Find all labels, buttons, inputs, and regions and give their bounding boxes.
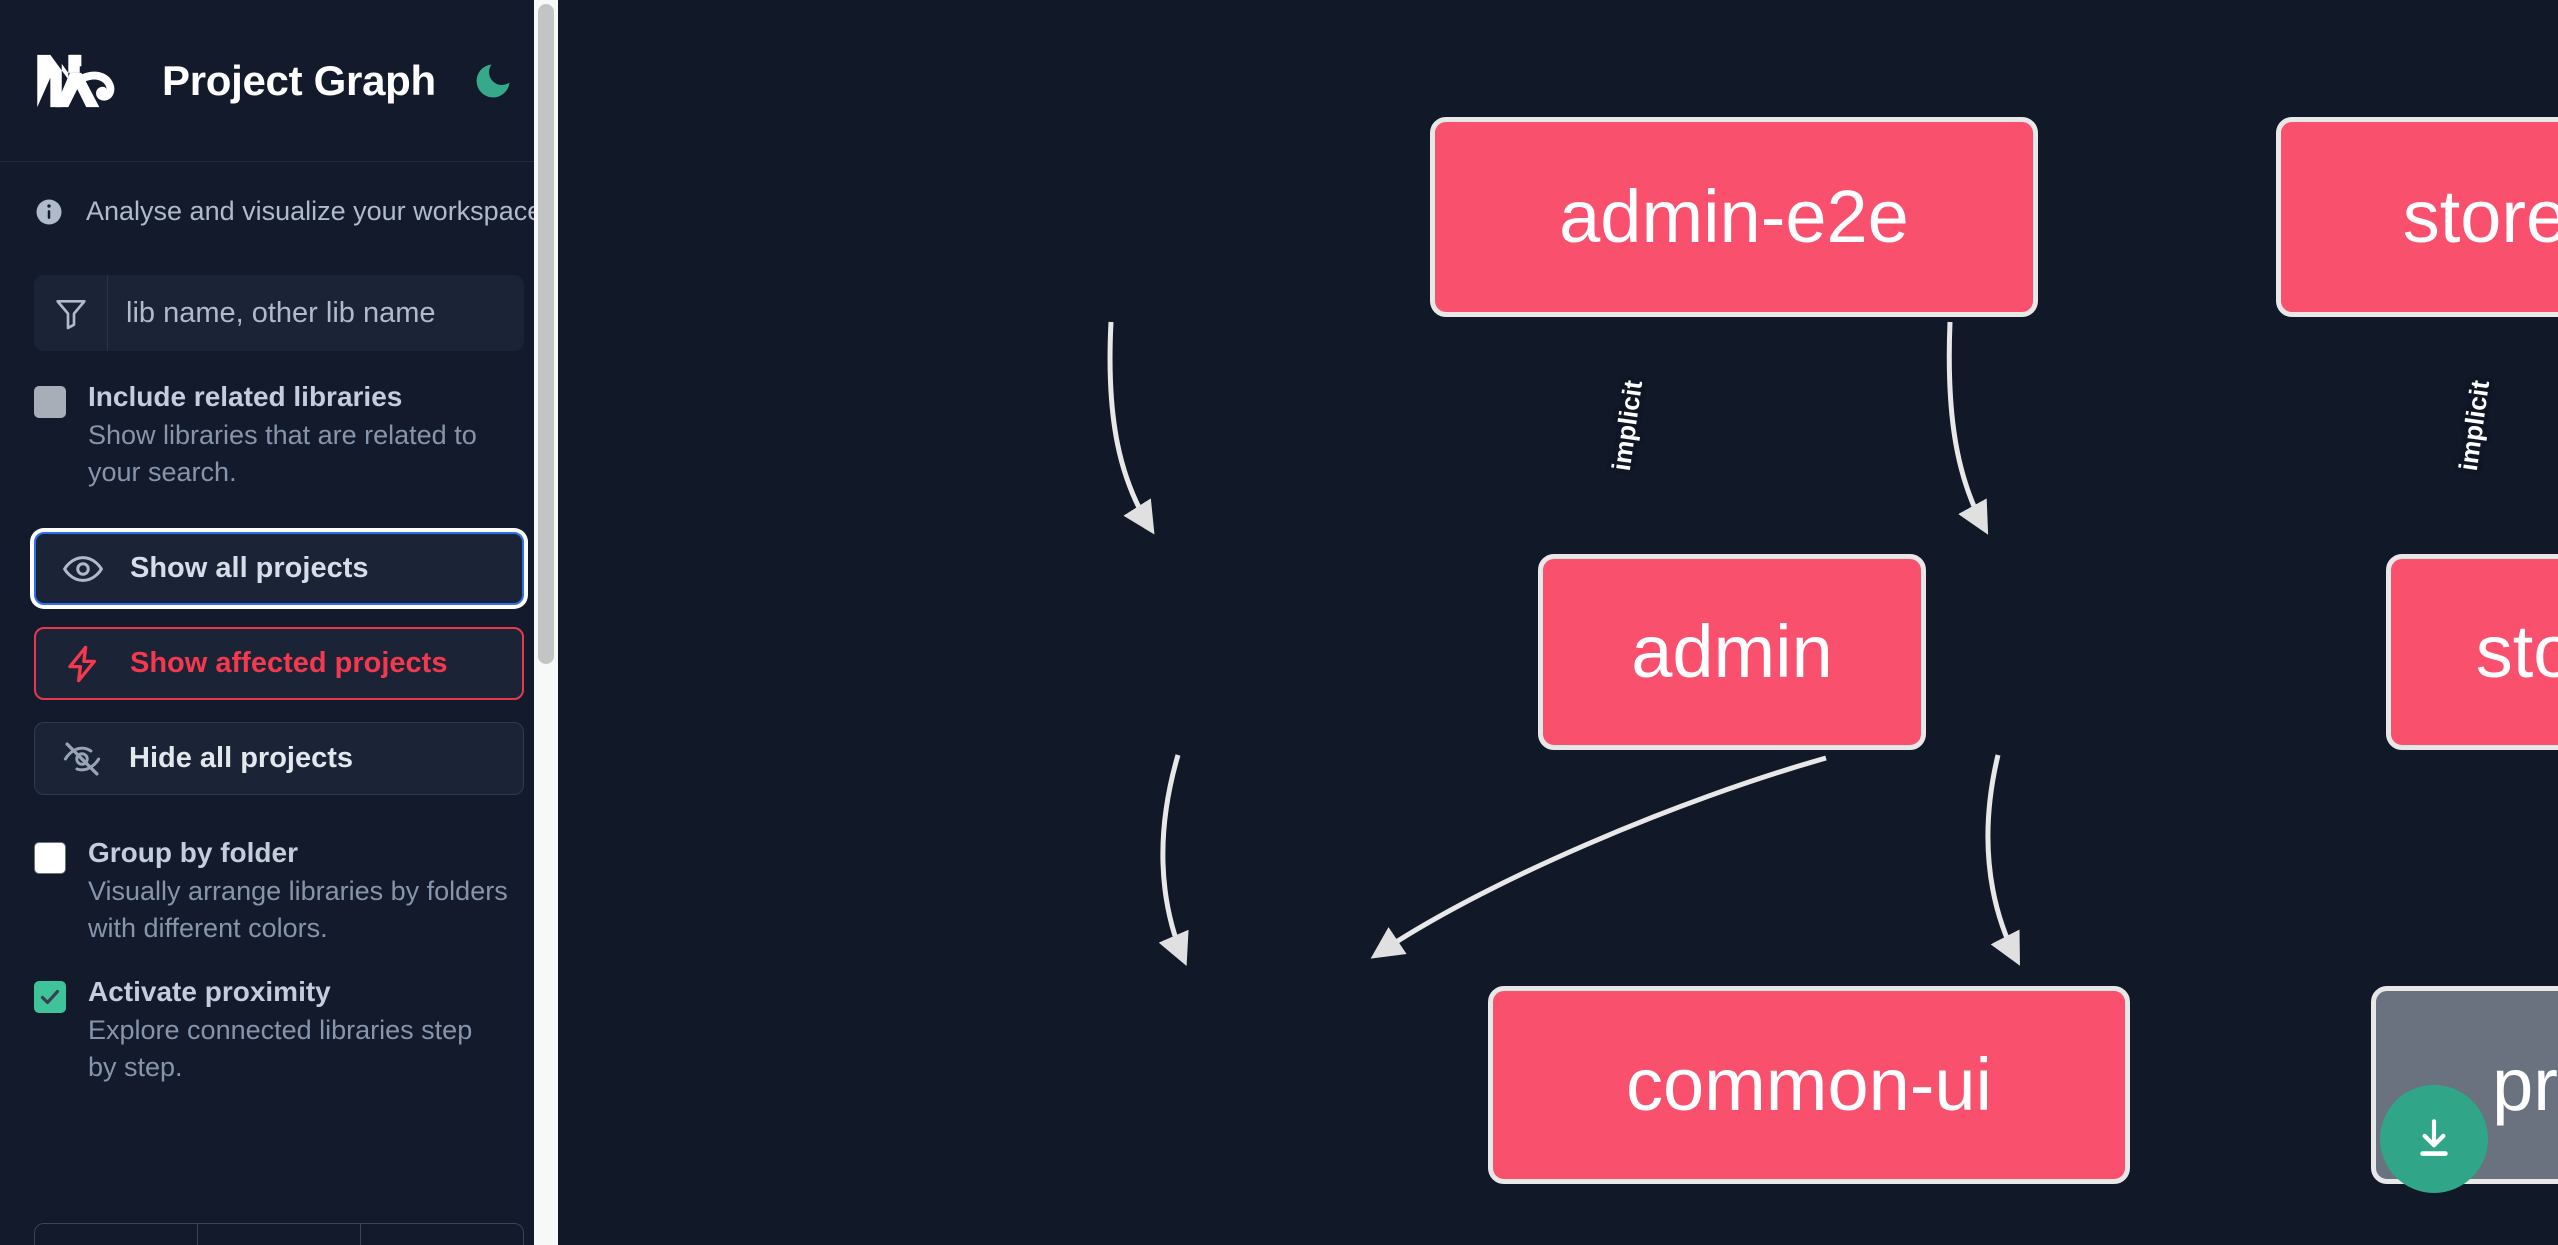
search-input[interactable]	[108, 275, 524, 351]
sidebar: Project Graph Analyse and visualize your…	[0, 0, 558, 1245]
edge-admin-e2e-to-admin	[1107, 321, 1155, 535]
graph-node-store[interactable]: store	[2386, 554, 2558, 750]
option-label: Activate proximity	[88, 976, 331, 1008]
filter-icon-box	[34, 275, 108, 351]
node-label: store-e2e	[2402, 175, 2558, 258]
show-all-projects-label: Show all projects	[130, 552, 369, 585]
option-group-by-folder[interactable]: Group by folder Visually arrange librari…	[0, 795, 558, 946]
check-icon	[40, 990, 60, 1005]
edge-store-to-products	[1985, 754, 2020, 966]
option-description: Show libraries that are related to your …	[88, 420, 477, 487]
graph-edges	[1107, 321, 2020, 966]
node-label: admin-e2e	[1559, 175, 1909, 258]
edge-store-e2e-to-store	[1946, 321, 1989, 535]
eye-icon	[62, 555, 104, 582]
filter-icon	[55, 300, 86, 330]
search-field[interactable]	[34, 275, 524, 351]
info-icon	[36, 199, 62, 224]
option-description: Explore connected libraries step by step…	[88, 1015, 473, 1082]
hide-all-projects-label: Hide all projects	[129, 742, 354, 775]
node-label: store	[2475, 610, 2558, 693]
option-activate-proximity[interactable]: Activate proximity Explore connected lib…	[0, 946, 558, 1085]
graph-node-store-e2e[interactable]: store-e2e	[2276, 117, 2558, 317]
sidebar-scrollbar-thumb[interactable]	[538, 4, 554, 664]
eye-off-icon	[63, 742, 101, 776]
graph-action-buttons: Show all projects Show affected projects…	[0, 490, 558, 796]
nx-logo	[37, 54, 115, 107]
theme-toggle-button[interactable]	[470, 58, 516, 104]
graph-node-admin-e2e[interactable]: admin-e2e	[1430, 117, 2038, 317]
hide-all-projects-button[interactable]: Hide all projects	[34, 722, 524, 796]
edge-store-to-common-ui	[1370, 755, 1827, 959]
segment-option-1[interactable]	[35, 1224, 198, 1245]
group-by-folder-checkbox[interactable]	[34, 842, 66, 875]
segmented-control[interactable]	[34, 1223, 524, 1245]
download-icon	[2420, 1119, 2448, 1156]
graph-node-admin[interactable]: admin	[1538, 554, 1926, 750]
option-include-related-libraries[interactable]: Include related libraries Show libraries…	[0, 351, 558, 490]
edge-admin-to-common-ui	[1158, 754, 1189, 966]
sidebar-header: Project Graph	[0, 0, 558, 162]
sidebar-scrollbar[interactable]	[534, 0, 558, 1245]
node-label: common-ui	[1626, 1043, 1992, 1126]
show-affected-projects-button[interactable]: Show affected projects	[34, 627, 524, 701]
include-related-libraries-checkbox[interactable]	[34, 386, 66, 418]
segment-option-2[interactable]	[198, 1224, 361, 1245]
sidebar-tagline-text: Analyse and visualize your workspace.	[86, 196, 550, 226]
show-affected-projects-label: Show affected projects	[130, 647, 448, 680]
option-description: Visually arrange libraries by folders wi…	[88, 876, 508, 943]
segment-option-3[interactable]	[361, 1224, 523, 1245]
graph-node-common-ui[interactable]: common-ui	[1488, 986, 2130, 1184]
activate-proximity-checkbox[interactable]	[34, 981, 66, 1014]
option-label: Group by folder	[88, 837, 298, 869]
sidebar-tagline: Analyse and visualize your workspace.	[0, 162, 558, 227]
download-button[interactable]	[2380, 1085, 2488, 1193]
node-label: admin	[1631, 610, 1833, 693]
option-label: Include related libraries	[88, 381, 403, 412]
moon-icon	[476, 64, 510, 97]
node-label: products	[2492, 1043, 2558, 1126]
graph-canvas[interactable]: admin-e2e store-e2e admin store common-u…	[558, 0, 2558, 1245]
lightning-bolt-icon	[68, 645, 97, 682]
page-title: Project Graph	[162, 56, 436, 104]
show-all-projects-button[interactable]: Show all projects	[34, 532, 524, 606]
